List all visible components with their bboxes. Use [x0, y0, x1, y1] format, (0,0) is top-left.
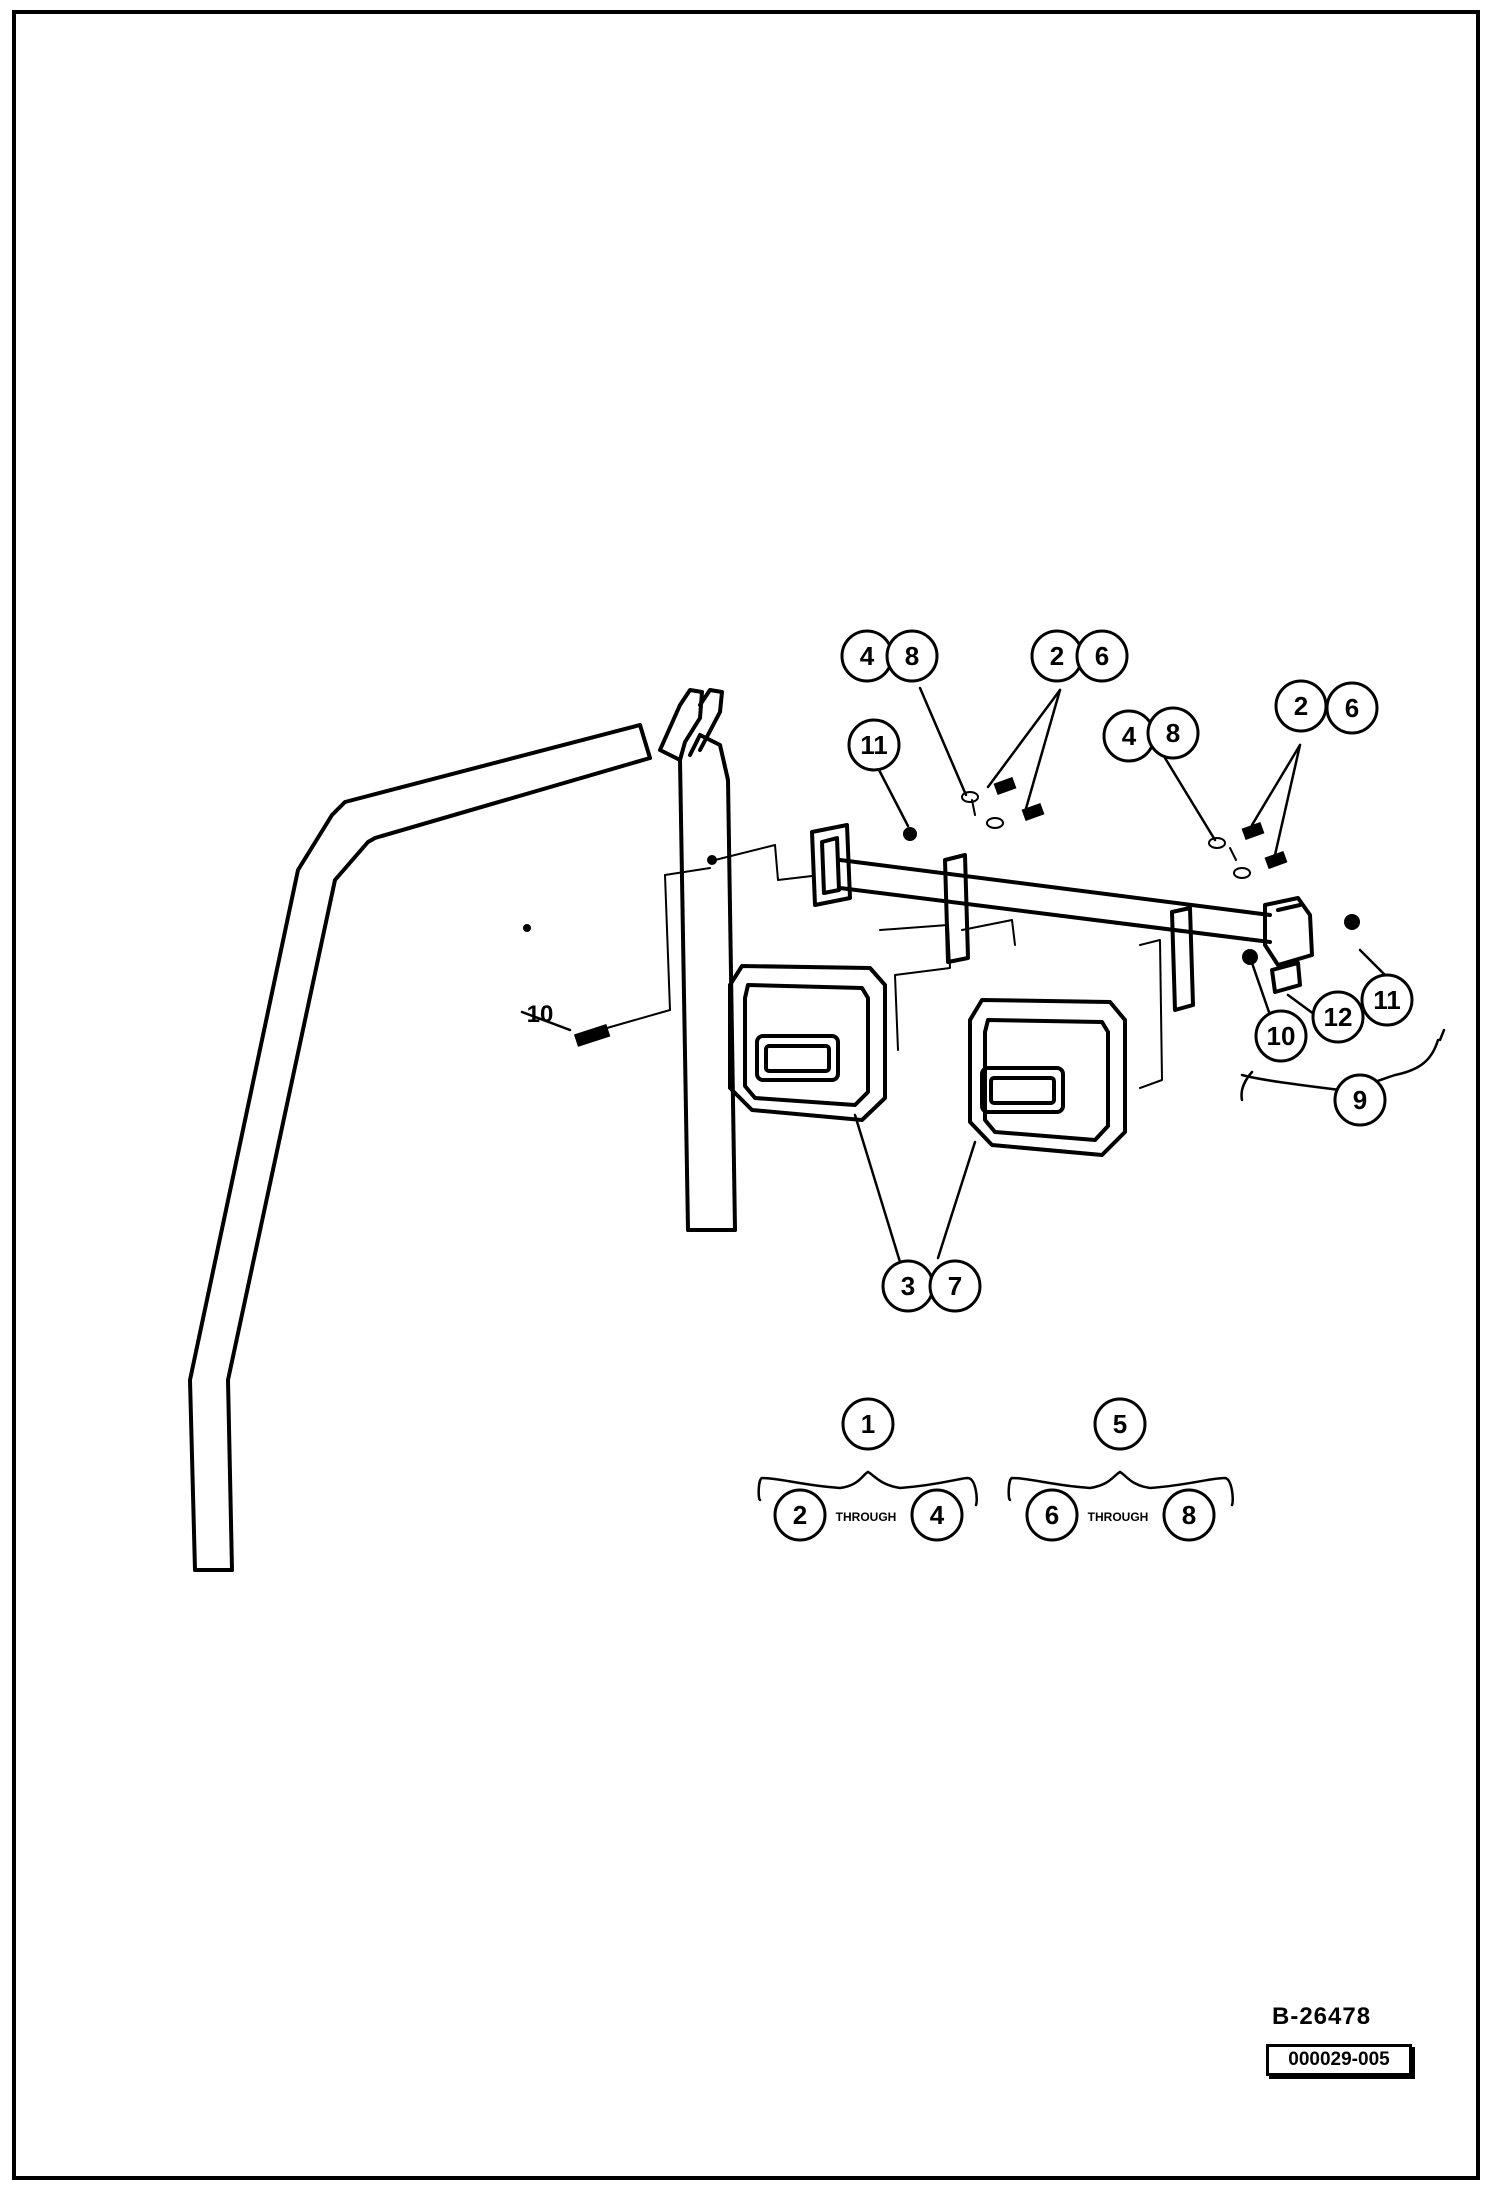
- alignment-lines: [599, 799, 1237, 1089]
- callout-9: 9: [1333, 1073, 1387, 1127]
- kit-through-word: THROUGH: [1088, 1510, 1149, 1524]
- callout-label: 7: [948, 1271, 962, 1301]
- callout-label: 6: [1095, 641, 1109, 671]
- kit-callout-1: 1 2 THROUGH 4: [773, 1397, 964, 1542]
- callout-label: 11: [860, 730, 888, 760]
- callout-label: 10: [1267, 1021, 1296, 1051]
- callout-label: 2: [1050, 641, 1064, 671]
- callout-label: 8: [1166, 718, 1180, 748]
- kit-from-label: 6: [1045, 1500, 1059, 1530]
- callout-2-6-right: 2 6: [1274, 679, 1379, 735]
- drawing-number: B-26478: [1272, 2003, 1372, 2030]
- callout-11-upper: 11: [847, 718, 901, 772]
- rops-bar: [188, 688, 737, 1572]
- kit-callout-5: 5 6 THROUGH 8: [1025, 1397, 1216, 1542]
- washers: [961, 791, 1251, 879]
- callout-label: 3: [901, 1271, 915, 1301]
- callout-4-8-left: 4 8: [840, 629, 939, 683]
- callout-label: 12: [1324, 1002, 1353, 1032]
- light-bar: [810, 823, 1314, 1012]
- drawing-frame: [12, 10, 1480, 2180]
- callout-label: 8: [905, 641, 919, 671]
- kit-to-label: 8: [1182, 1500, 1196, 1530]
- callout-label: 9: [1353, 1085, 1367, 1115]
- fasteners: [573, 776, 1360, 1047]
- kit-to-label: 4: [930, 1500, 945, 1530]
- callout-label: 4: [860, 641, 875, 671]
- kit-top-label: 1: [861, 1409, 875, 1439]
- work-light-right: [968, 998, 1127, 1157]
- kit-top-label: 5: [1113, 1409, 1127, 1439]
- work-light-left: [728, 964, 887, 1122]
- kit-through-word: THROUGH: [836, 1510, 897, 1524]
- callout-label: 2: [1294, 691, 1308, 721]
- sheet-code: 000029-005: [1266, 2044, 1412, 2076]
- kit-from-label: 2: [793, 1500, 807, 1530]
- callout-2-6-left: 2 6: [1030, 629, 1129, 683]
- callout-label: 4: [1122, 721, 1137, 751]
- callout-10-left: 10: [527, 1001, 554, 1028]
- callout-10-right: 10: [1254, 1009, 1308, 1063]
- callout-12: 12: [1311, 990, 1365, 1044]
- callout-3-7: 3 7: [881, 1259, 982, 1313]
- callout-4-8-right: 4 8: [1102, 706, 1200, 763]
- callout-11-lower: 11: [1360, 973, 1414, 1027]
- callout-label: 6: [1345, 693, 1359, 723]
- callout-label: 11: [1373, 985, 1401, 1015]
